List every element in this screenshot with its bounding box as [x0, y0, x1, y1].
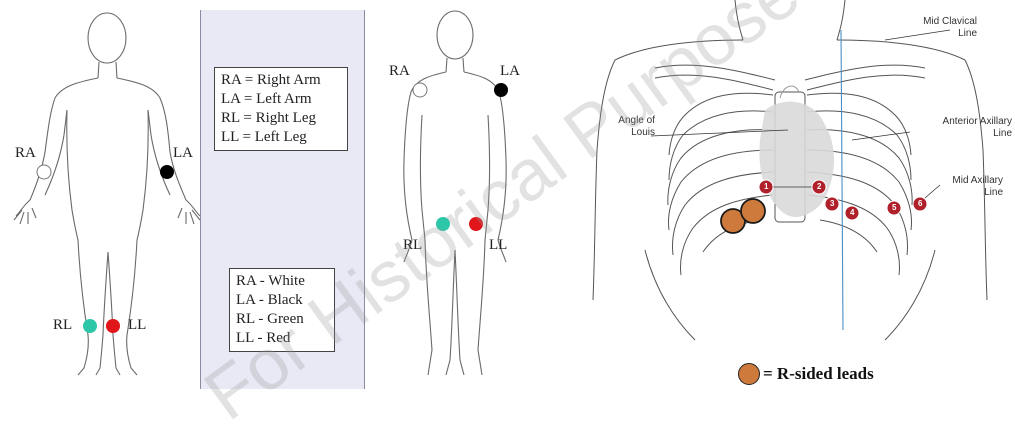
lead-number: 1	[764, 182, 768, 191]
left-ll-label: LL	[128, 317, 146, 334]
color-legend: RA - White LA - Black RL - Green LL - Re…	[229, 268, 335, 352]
front-body-figure	[0, 0, 200, 389]
ra-electrode	[37, 165, 51, 179]
r-sided-lead-swatch	[738, 363, 760, 385]
lead-number: 3	[830, 199, 834, 208]
left-rl-label: RL	[53, 317, 72, 334]
la-electrode	[160, 165, 174, 179]
r-sided-leads-text: = R-sided leads	[763, 364, 874, 384]
legend-line: LL = Left Leg	[221, 128, 341, 147]
left-ra-label: RA	[15, 145, 36, 162]
r-sided-lead	[741, 199, 765, 223]
legend-line: RA - White	[236, 272, 328, 291]
lead-number: 5	[892, 203, 896, 212]
legend-line: RL - Green	[236, 310, 328, 329]
la-electrode	[494, 83, 508, 97]
legend-line: RL = Right Leg	[221, 109, 341, 128]
left-la-label: LA	[173, 145, 193, 162]
abbreviation-legend: RA = Right Arm LA = Left Arm RL = Right …	[214, 67, 348, 151]
lead-number: 2	[817, 182, 821, 191]
lead-number: 6	[918, 199, 922, 208]
anterior-axillary-label: Anterior Axillary Line	[900, 116, 1012, 140]
torso-body-figure	[370, 0, 570, 389]
legend-line: LA = Left Arm	[221, 90, 341, 109]
mid-clavical-label: Mid Clavical Line	[905, 16, 977, 40]
right-la-label: LA	[500, 63, 520, 80]
r-sided-leads-legend: = R-sided leads	[738, 363, 874, 385]
mid-axillary-label: Mid Axillary Line	[930, 175, 1003, 199]
ra-electrode	[413, 83, 427, 97]
rl-electrode	[83, 319, 97, 333]
rl-electrode	[436, 217, 450, 231]
right-ll-label: LL	[489, 237, 507, 254]
right-ra-label: RA	[389, 63, 410, 80]
ll-electrode	[106, 319, 120, 333]
lead-number: 4	[850, 208, 854, 217]
angle-of-louis-label: Angle of Louis	[605, 115, 655, 139]
legend-line: LA - Black	[236, 291, 328, 310]
ll-electrode	[469, 217, 483, 231]
legend-line: RA = Right Arm	[221, 71, 341, 90]
right-rl-label: RL	[403, 237, 422, 254]
legend-line: LL - Red	[236, 329, 328, 348]
